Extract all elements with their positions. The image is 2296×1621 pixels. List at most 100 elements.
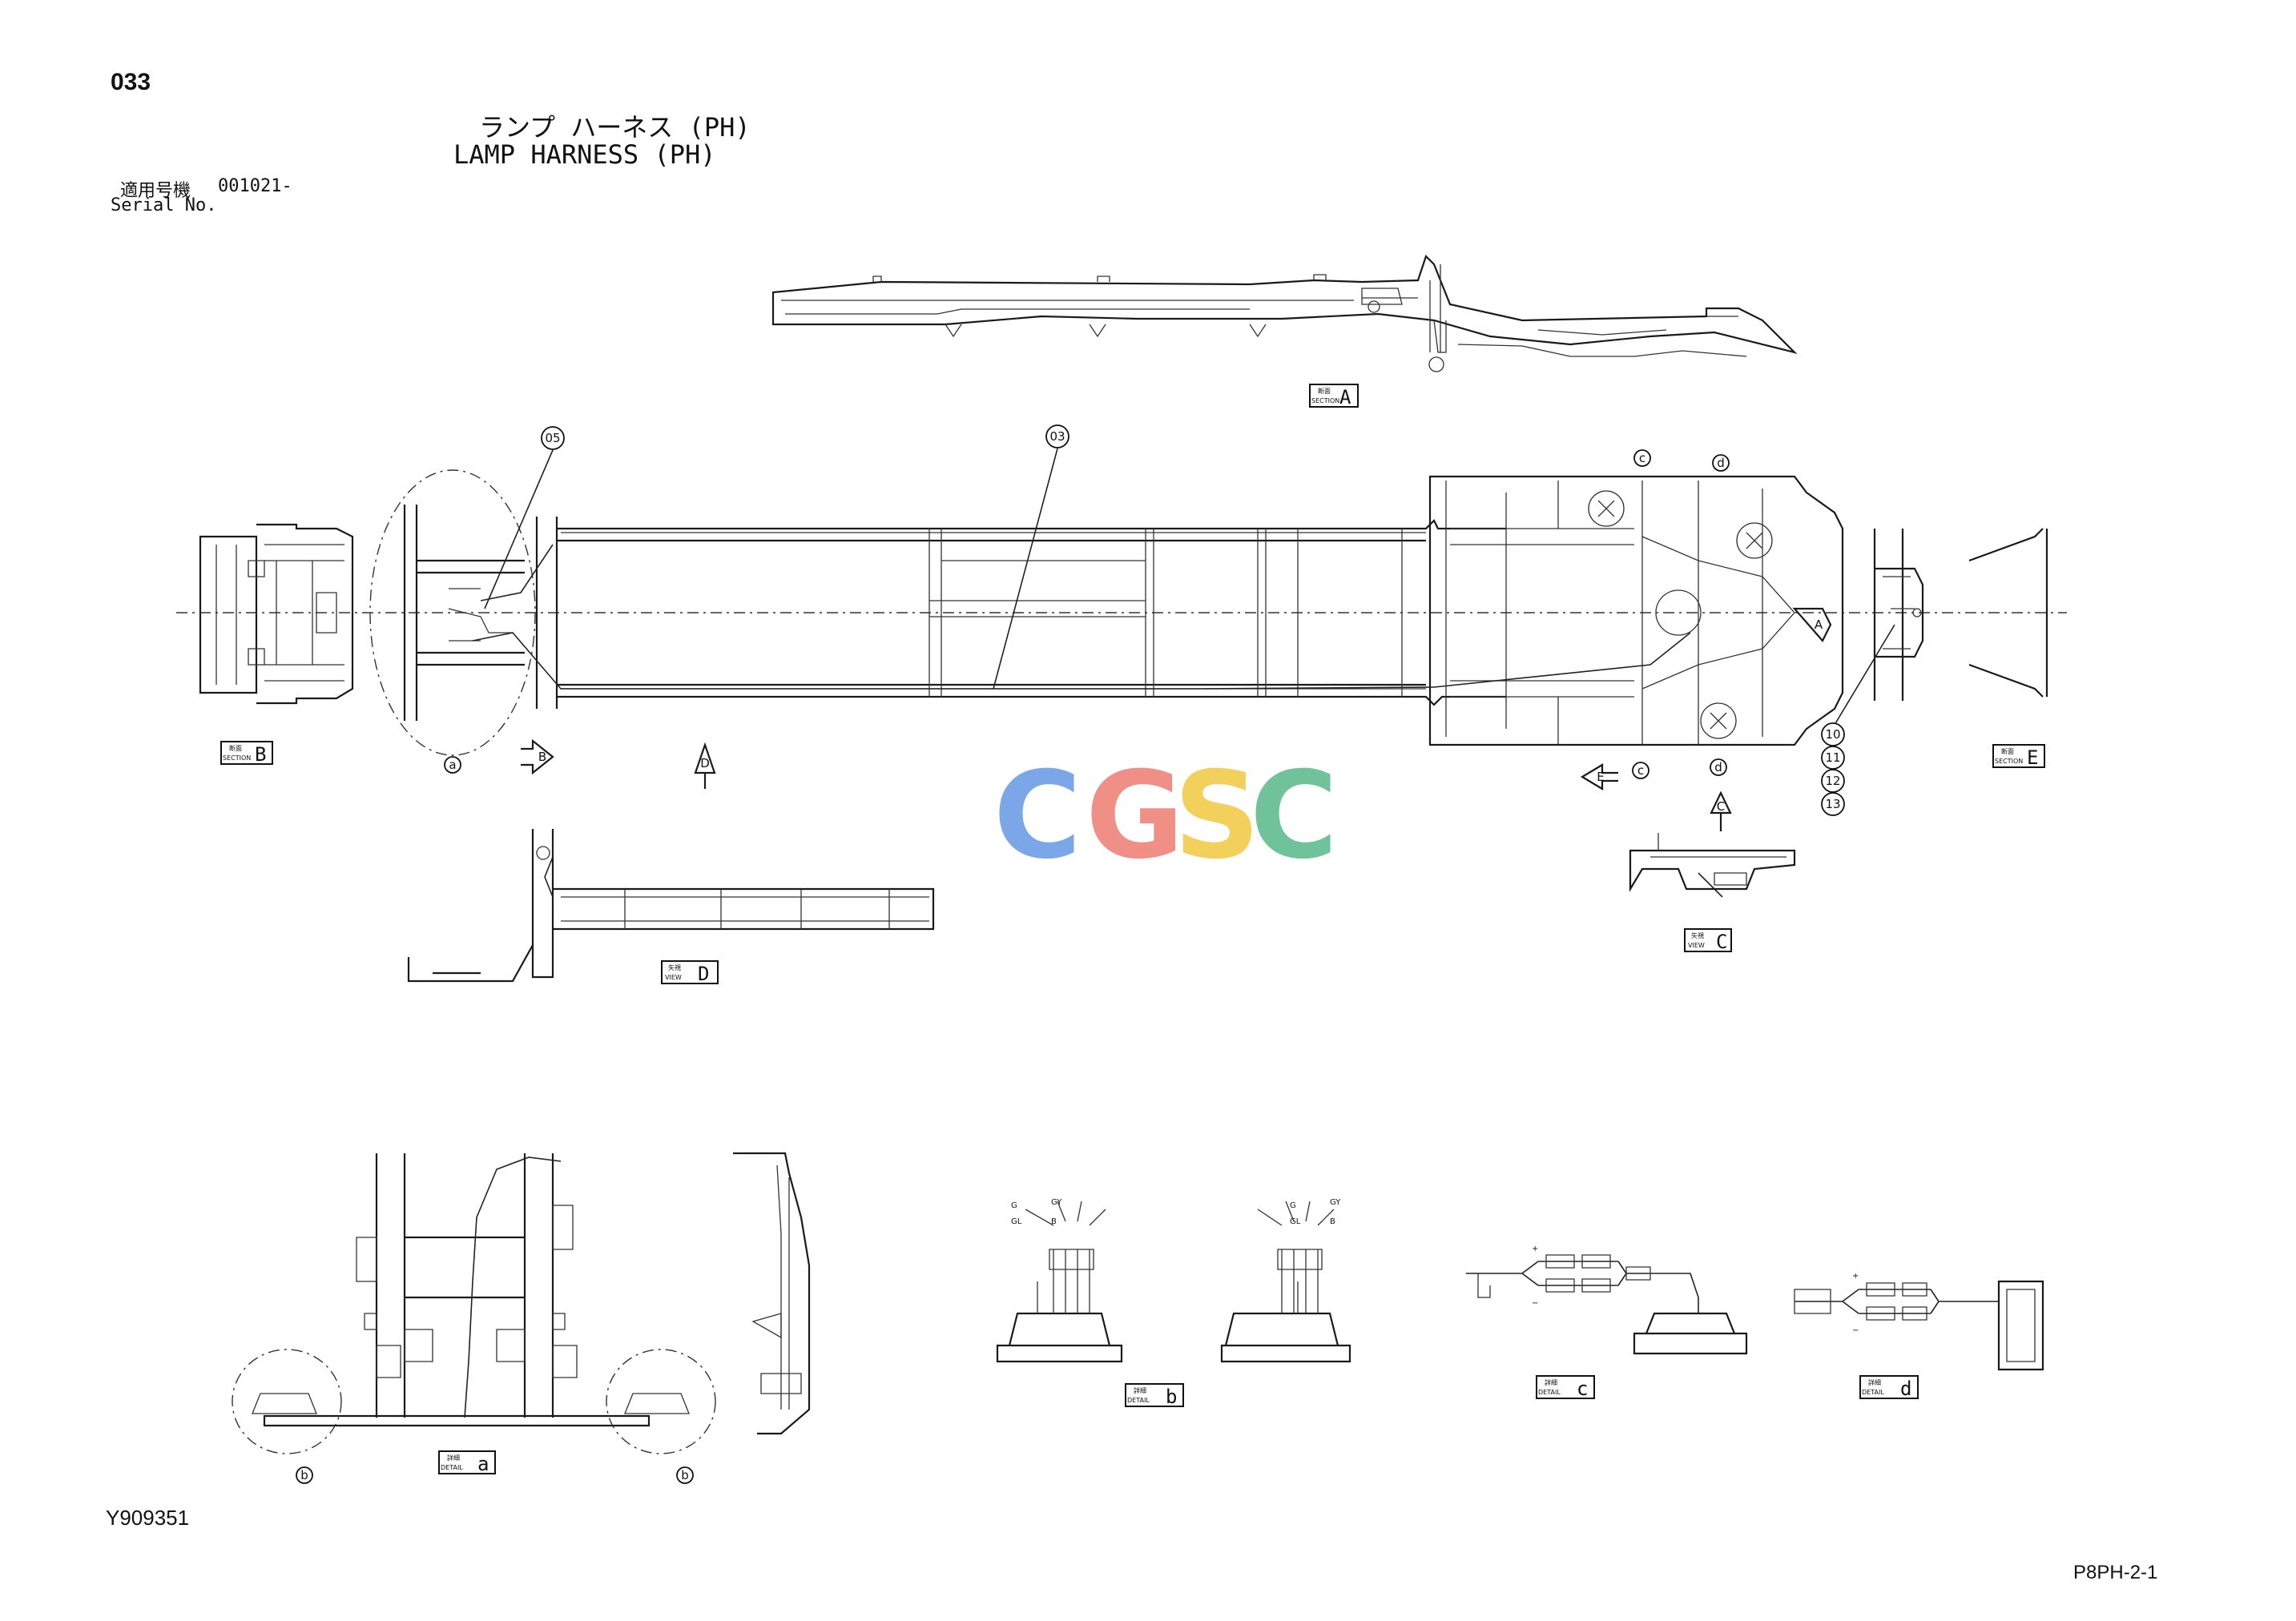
svg-text:03: 03 [1049,429,1065,444]
svg-text:b: b [681,1468,689,1482]
wire-label-plus-d: + [1852,1272,1859,1281]
watermark-letter-4: C [1250,746,1338,886]
section-a-elevation [771,254,1798,372]
arrow-c: C [1710,790,1732,831]
detail-c-drawing: + − [1466,1245,1748,1355]
svg-text:D: D [698,963,709,985]
svg-text:詳細: 詳細 [447,1454,460,1462]
tag-detail-a: 詳細 DETAIL a [438,1450,496,1475]
svg-text:b: b [300,1468,308,1482]
detail-b-drawing: G GY GL B G GY GL B [996,1198,1351,1363]
callout-12: 12 [1821,769,1845,793]
tag-detail-c: 詳細 DETAIL c [1536,1375,1595,1400]
svg-text:b: b [1166,1386,1177,1408]
wire-label-gl-right: GL [1290,1217,1301,1226]
wire-label-minus-d: − [1852,1326,1859,1335]
watermark-letter-3: S [1174,746,1260,886]
leader-03 [993,448,1058,690]
wire-label-minus-c: − [1532,1299,1538,1308]
tag-view-d: 矢視 VIEW D [661,960,719,985]
svg-text:B: B [255,743,266,766]
wire-label-gy-left: GY [1051,1198,1062,1207]
arrow-d: D [694,742,716,789]
svg-text:E: E [1597,770,1604,784]
arrow-e: E [1580,763,1618,790]
svg-text:12: 12 [1825,774,1840,788]
svg-text:C: C [1717,799,1725,814]
svg-text:詳細: 詳細 [1868,1378,1881,1386]
svg-text:SECTION: SECTION [223,754,251,762]
wire-label-g-right: G [1290,1201,1296,1210]
svg-text:DETAIL: DETAIL [1538,1389,1561,1396]
svg-text:D: D [700,756,710,770]
tag-section-a: 断面 SECTION A [1309,384,1359,408]
sheet-code: P8PH-2-1 [2073,1562,2158,1583]
arrow-b: B [521,738,554,775]
svg-text:a: a [449,758,456,772]
callout-11: 11 [1821,746,1845,770]
svg-text:詳細: 詳細 [1134,1386,1146,1394]
marker-b-left: b [296,1466,313,1484]
callout-10: 10 [1821,722,1845,746]
svg-text:c: c [1577,1378,1588,1400]
svg-text:DETAIL: DETAIL [1862,1389,1884,1396]
svg-text:B: B [538,750,546,764]
svg-text:E: E [2027,746,2038,769]
svg-text:断面: 断面 [1318,387,1331,395]
svg-text:矢視: 矢視 [1691,931,1704,939]
svg-text:詳細: 詳細 [1545,1378,1557,1386]
marker-c-top: c [1633,449,1651,467]
plan-view-frame [176,469,2067,756]
wire-label-gy-right: GY [1330,1198,1341,1207]
document-code: Y909351 [106,1506,190,1530]
view-c-drawing [1629,833,1796,898]
svg-text:10: 10 [1825,727,1840,742]
svg-text:05: 05 [545,431,560,445]
wire-label-b-right: B [1330,1217,1335,1226]
section-e-view [1834,528,2048,726]
detail-d-drawing: + − [1794,1272,2044,1371]
svg-text:SECTION: SECTION [1311,397,1339,404]
marker-c-bottom: c [1632,762,1649,779]
marker-d-bottom: d [1710,758,1727,776]
svg-text:13: 13 [1825,797,1840,811]
svg-text:SECTION: SECTION [1995,758,2023,765]
arrow-a: A [1792,607,1832,642]
svg-text:d: d [1714,760,1722,774]
svg-text:c: c [1639,451,1645,465]
watermark-letter-1: C [993,746,1082,886]
svg-text:VIEW: VIEW [1688,942,1705,949]
watermark-letter-2: G [1086,746,1184,886]
serial-label-english: Serial No. [111,195,217,215]
svg-text:11: 11 [1825,750,1840,765]
svg-text:矢視: 矢視 [668,963,681,971]
serial-label-japanese: 適用号機 [120,181,191,201]
leader-05 [484,449,554,609]
svg-text:断面: 断面 [229,744,242,752]
callout-05: 05 [541,426,565,450]
serial-value: 001021- [218,176,292,196]
svg-text:DETAIL: DETAIL [441,1464,463,1471]
tag-view-c: 矢視 VIEW C [1684,928,1732,953]
svg-text:d: d [1900,1378,1911,1400]
svg-text:c: c [1637,763,1644,778]
title-english: LAMP HARNESS (PH) [453,139,716,170]
watermark-logo: C G S C [993,746,1338,886]
tag-detail-b: 詳細 DETAIL b [1125,1383,1184,1408]
svg-text:断面: 断面 [2001,747,2014,755]
marker-b-right: b [676,1466,694,1484]
svg-text:A: A [1815,617,1823,632]
tag-section-e: 断面 SECTION E [1992,744,2045,769]
wire-label-g-left: G [1011,1201,1017,1210]
tag-section-b: 断面 SECTION B [220,741,273,766]
title-japanese: ランプ ハーネス (PH) [479,112,751,143]
tag-detail-d: 詳細 DETAIL d [1859,1375,1919,1400]
detail-a-drawing [232,1152,811,1454]
svg-text:DETAIL: DETAIL [1127,1397,1150,1404]
marker-a-plan: a [444,756,461,774]
page-number: 033 [111,69,151,95]
svg-text:a: a [477,1453,489,1475]
view-d-drawing [407,829,935,983]
callout-13: 13 [1821,792,1845,816]
